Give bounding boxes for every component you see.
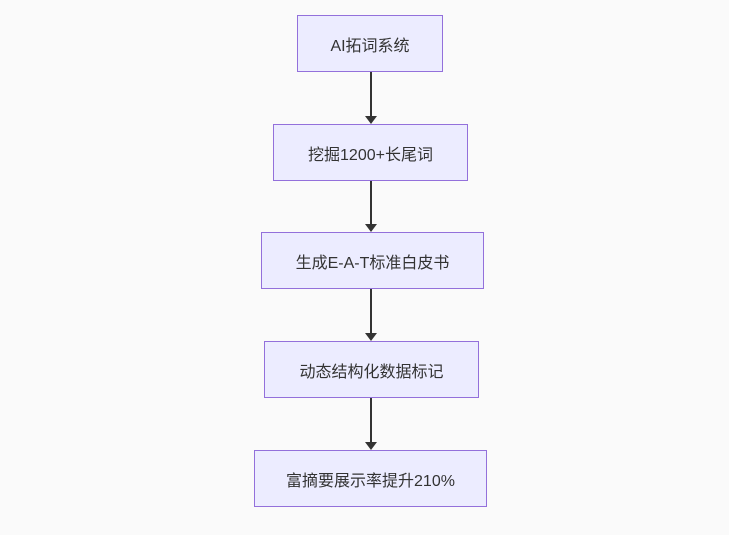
flow-arrow-down-2 xyxy=(364,181,377,232)
flow-node-eat-whitepaper: 生成E-A-T标准白皮书 xyxy=(261,232,484,289)
flow-node-rich-snippet-rate: 富摘要展示率提升210% xyxy=(254,450,487,507)
arrow-line xyxy=(369,72,372,118)
arrow-line xyxy=(369,181,372,226)
flow-node-label: 挖掘1200+长尾词 xyxy=(308,146,433,164)
arrowhead-icon xyxy=(364,442,377,450)
flow-node-longtail-mining: 挖掘1200+长尾词 xyxy=(273,124,468,181)
flow-node-structured-data-markup: 动态结构化数据标记 xyxy=(264,341,479,398)
arrowhead-icon xyxy=(364,116,377,124)
arrowhead-icon xyxy=(364,224,377,232)
flow-node-ai-expansion-system: AI拓词系统 xyxy=(297,15,443,72)
arrowhead-icon xyxy=(364,333,377,341)
arrow-line xyxy=(369,398,372,444)
flow-arrow-down-4 xyxy=(364,398,377,450)
flow-node-label: 富摘要展示率提升210% xyxy=(286,472,455,490)
flow-arrow-down-3 xyxy=(364,289,377,341)
flow-arrow-down-1 xyxy=(364,72,377,124)
arrow-line xyxy=(369,289,372,335)
flow-node-label: AI拓词系统 xyxy=(330,37,410,55)
flow-node-label: 生成E-A-T标准白皮书 xyxy=(295,254,450,272)
flow-node-label: 动态结构化数据标记 xyxy=(299,363,444,381)
